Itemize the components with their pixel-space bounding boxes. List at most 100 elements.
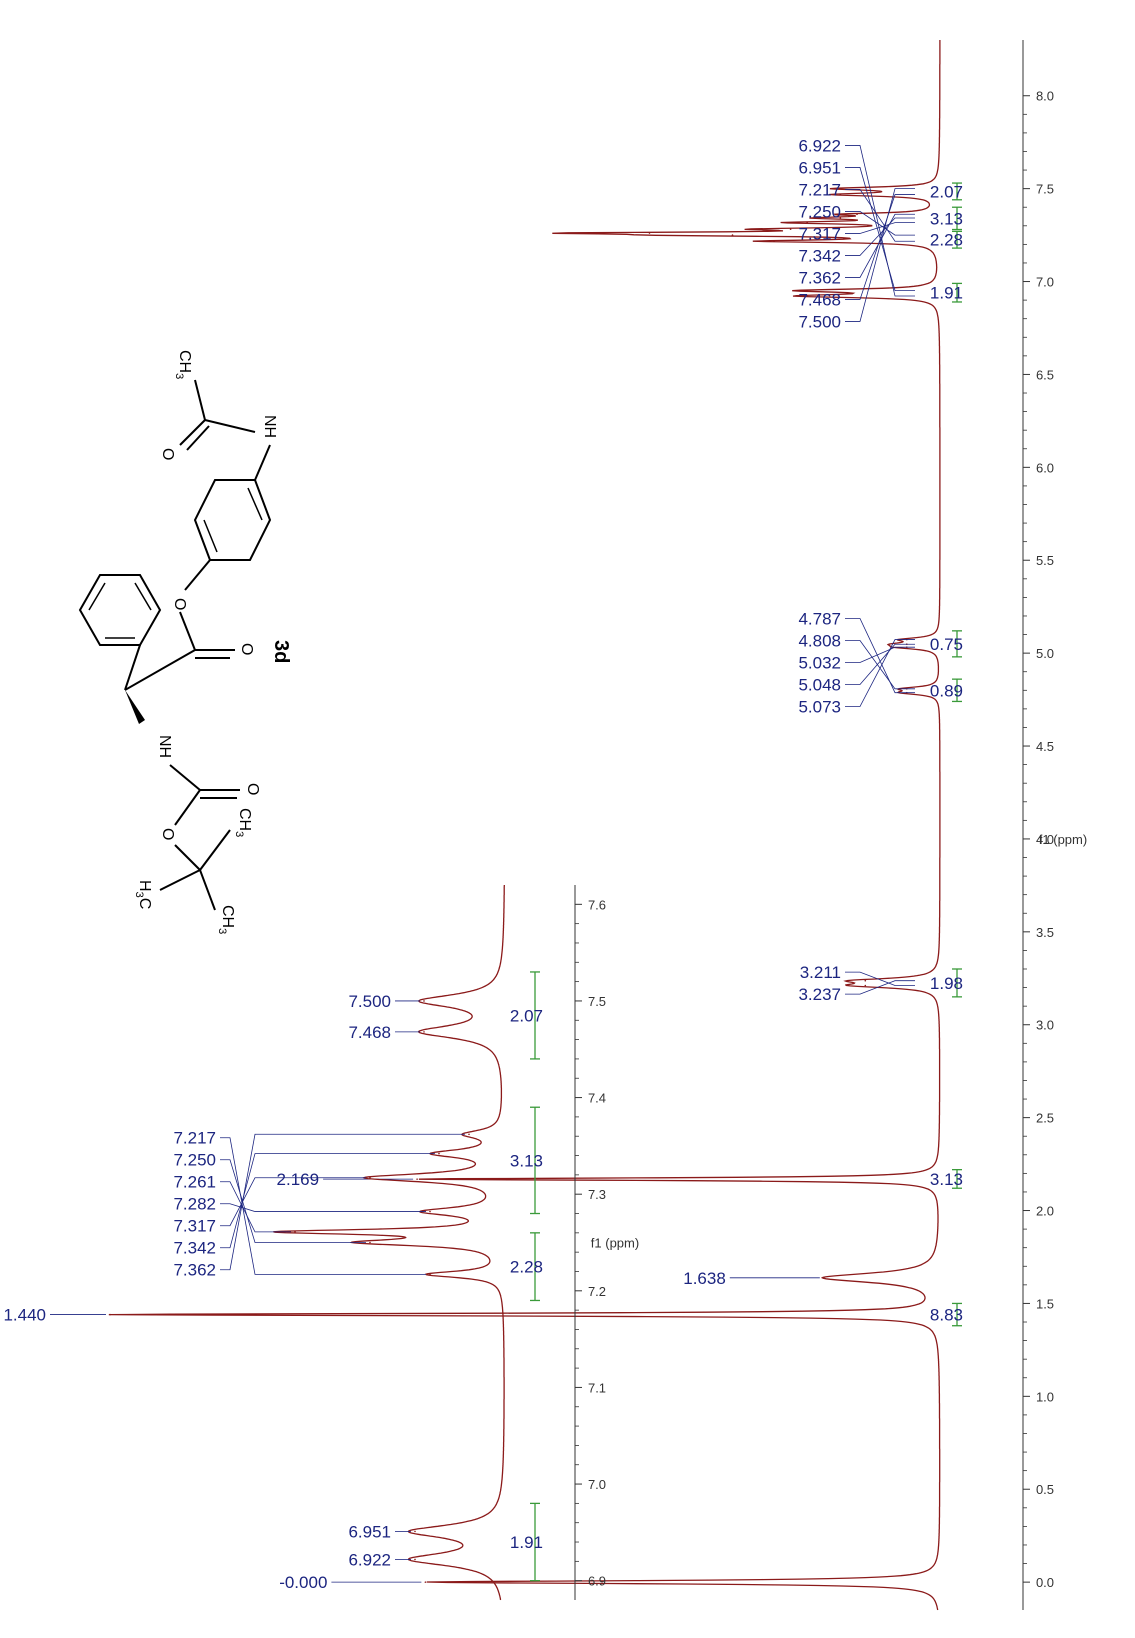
integral-label: 2.07 [510,1006,543,1025]
peak-label-leader [845,194,915,300]
peak-label: 7.500 [798,312,841,331]
peak-point-0-2 [822,1276,825,1279]
integral-label: 1.91 [510,1533,543,1552]
bond [174,844,201,871]
x-tick-label: 7.4 [588,1091,606,1106]
peak-point-0-3 [416,1178,418,1180]
bond [179,419,206,446]
peak-label: 3.211 [800,963,841,982]
peak-label: 4.787 [798,610,841,629]
x-tick-label: 7.2 [588,1284,606,1299]
bond [169,764,201,791]
peak-point-1-3 [369,1241,371,1244]
peak-label-leader [845,971,915,986]
peak-label: 7.362 [173,1261,216,1280]
x-tick-label: 7.1 [588,1380,606,1395]
x-tick-label: 6.5 [1036,367,1054,382]
peak-label: 7.261 [173,1173,216,1192]
peak-point-1-10 [423,1000,425,1002]
peak-label-leader [845,646,915,663]
peak-point-1-6 [369,1176,371,1179]
peak-label: 7.342 [798,246,841,265]
wedge-bond [125,690,145,724]
inset-plot: 7.67.57.47.37.27.17.06.9f1 (ppm)1.912.28… [173,885,639,1601]
x-tick-label: 7.0 [588,1477,606,1492]
x-tick-label: 2.5 [1036,1111,1054,1126]
x-tick-label: 2.0 [1036,1204,1054,1219]
bond [179,611,196,651]
peak-point-0-17 [806,221,808,224]
spectrum-line-main-spectrum [108,40,941,1611]
peak-point-0-21 [839,187,842,190]
peak-label-leader [220,1133,465,1271]
peak-point-0-1 [109,1313,111,1316]
peak-point-0-19 [856,213,858,216]
peak-label: 4.808 [798,632,841,651]
peak-point-1-2 [429,1273,431,1276]
bond [184,559,211,591]
bond [199,829,231,871]
peak-label: 6.922 [798,136,841,155]
peak-point-1-0 [414,1558,416,1561]
peak-point-1-9 [423,1031,425,1033]
atom-o-amide: O [159,448,176,460]
peak-label: 7.250 [173,1151,216,1170]
peak-label-leader [845,980,915,995]
peak-label-leader [845,222,915,234]
bond [194,379,206,421]
peak-point-0-14 [731,234,734,236]
peak-label: 7.342 [173,1239,216,1258]
bond [134,582,152,611]
peak-label: 5.032 [798,654,841,673]
peak-label-leader [220,1181,291,1233]
integral-label: 0.75 [930,635,963,654]
atom-o-ester: O [171,598,188,610]
integral-label: 8.83 [930,1306,963,1325]
integral-label: 1.98 [930,974,963,993]
peak-point-0-20 [839,193,842,196]
peak-point-0-18 [839,217,842,219]
x-axis-title: f1 (ppm) [591,1236,639,1251]
bond [174,789,201,826]
peak-label: 2.169 [277,1170,320,1189]
peak-label: 6.951 [798,158,841,177]
peak-label-leader [845,639,915,707]
x-tick-label: 5.0 [1036,646,1054,661]
peak-point-0-16 [789,228,792,230]
main-plot: -0.0001.4401.6382.1693.2113.2374.7874.80… [3,40,1087,1611]
bond [199,869,216,911]
peak-point-0-15 [648,232,651,234]
atom-nh: NH [156,735,173,758]
atom-ch3-amide: CH3 [173,350,193,379]
phenol-ring [193,479,272,561]
integral-label: 3.13 [930,209,963,228]
integral-label: 2.28 [930,231,963,250]
x-tick-label: 7.5 [1036,182,1054,197]
x-tick-label: 8.0 [1036,89,1054,104]
x-tick-label: 4.5 [1036,739,1054,754]
peak-label: 3.237 [798,985,841,1004]
x-tick-label: 3.0 [1036,1018,1054,1033]
chemical-structure: O O NH O CH3 NH [78,350,292,934]
peak-point-1-5 [429,1210,431,1213]
x-tick-label: 1.0 [1036,1389,1054,1404]
bond [124,649,196,691]
peak-label: -0.000 [279,1573,327,1592]
peak-label-leader [845,189,915,242]
integral-label: 3.13 [510,1151,543,1170]
peak-point-1-7 [438,1152,440,1155]
atom-nh-amide: NH [261,415,278,438]
peak-label: 7.250 [798,202,841,221]
bond [204,419,256,433]
atom-ch3-a: CH3 [216,905,236,934]
peak-label-leader [845,167,915,292]
peak-point-1-8 [468,1133,470,1136]
x-tick-label: 0.0 [1036,1575,1054,1590]
peak-point-0-4 [864,984,867,987]
peak-label-leader [845,217,915,256]
x-tick-label: 6.0 [1036,460,1054,475]
peak-label-leader [845,188,915,322]
peak-label: 6.951 [348,1522,391,1541]
